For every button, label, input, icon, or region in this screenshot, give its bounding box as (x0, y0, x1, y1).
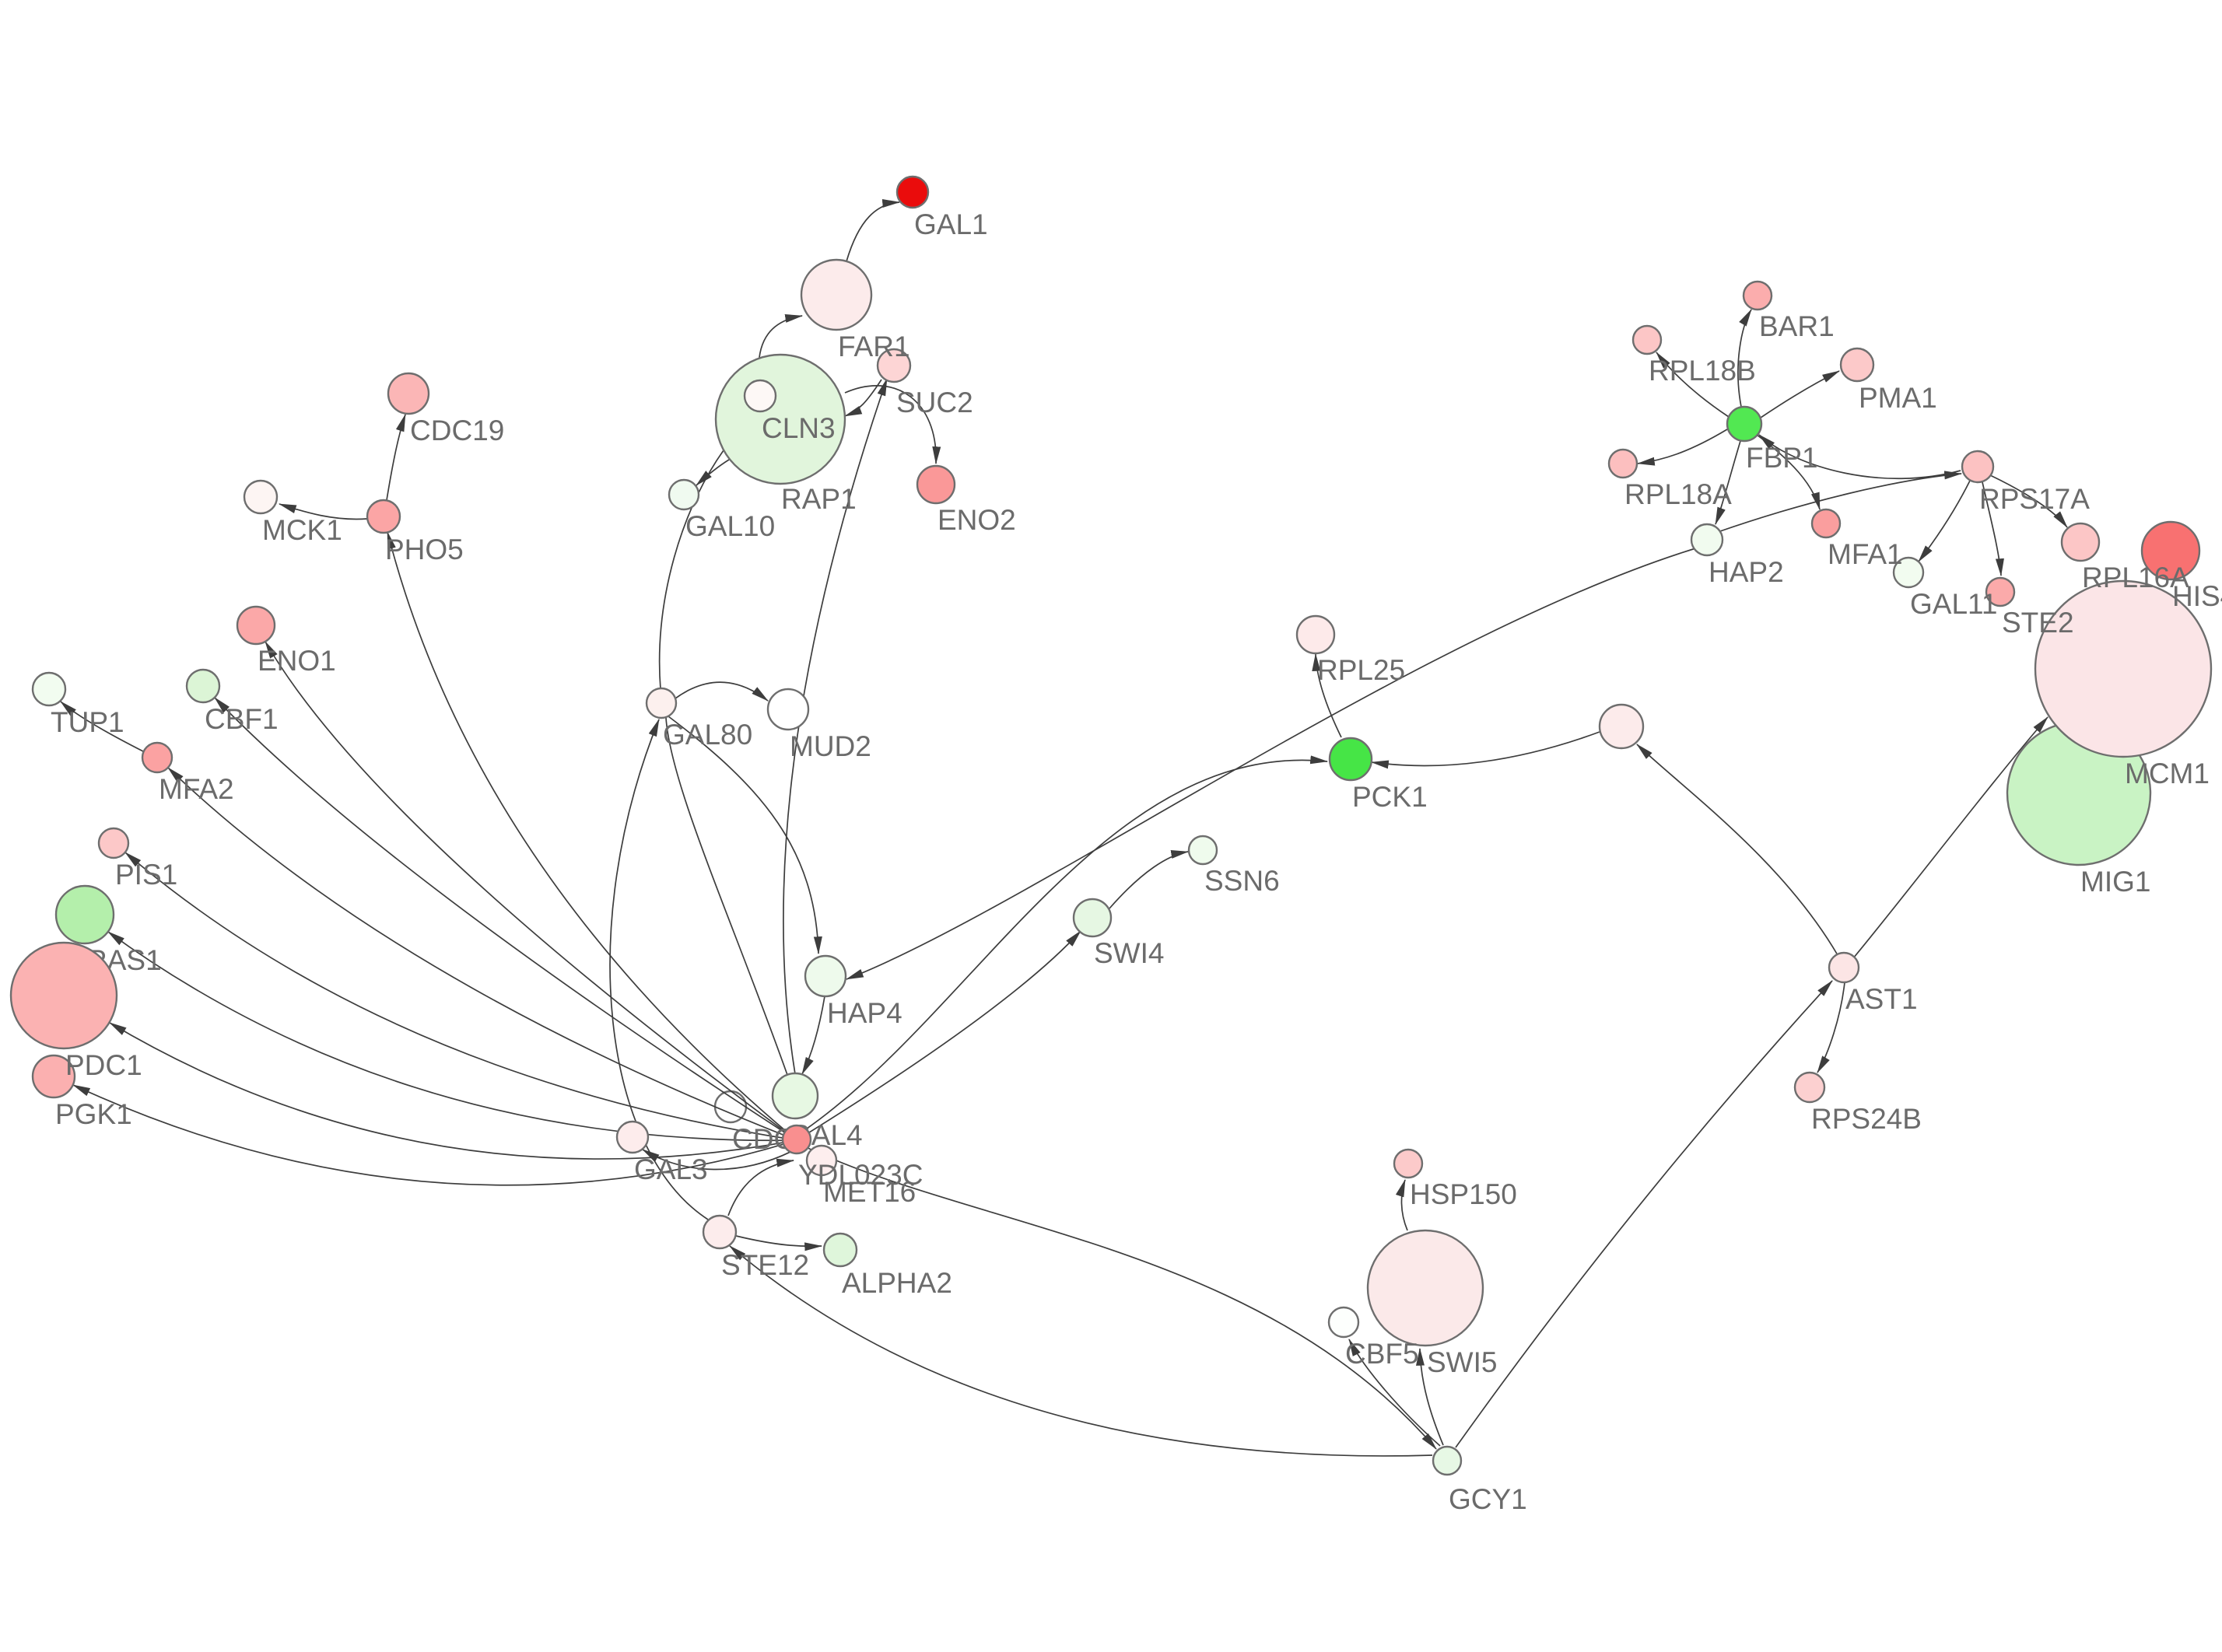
svg-text:SWI4: SWI4 (1094, 937, 1164, 969)
svg-text:RPL16A: RPL16A (2082, 562, 2189, 593)
svg-text:CBF1: CBF1 (205, 703, 279, 735)
svg-text:YDL023C: YDL023C (798, 1159, 923, 1191)
svg-text:GAL3: GAL3 (634, 1153, 708, 1185)
svg-text:STE2: STE2 (2002, 607, 2074, 639)
svg-text:MIG1: MIG1 (2080, 866, 2150, 898)
svg-text:ENO1: ENO1 (258, 645, 336, 677)
svg-text:PHO5: PHO5 (385, 534, 464, 565)
svg-text:CDC19: CDC19 (410, 415, 504, 446)
svg-text:GAL10: GAL10 (685, 510, 775, 542)
svg-text:RPL18A: RPL18A (1624, 478, 1732, 510)
svg-text:HSP150: HSP150 (1410, 1178, 1517, 1210)
svg-text:RPL25: RPL25 (1317, 654, 1405, 686)
svg-text:MFA1: MFA1 (1828, 538, 1903, 570)
svg-text:GCY1: GCY1 (1449, 1483, 1527, 1515)
svg-text:MET16: MET16 (823, 1176, 916, 1208)
svg-text:PDC1: PDC1 (65, 1049, 142, 1081)
svg-text:ENO2: ENO2 (938, 504, 1016, 536)
svg-text:SUC2: SUC2 (896, 387, 973, 418)
svg-text:PMA1: PMA1 (1859, 382, 1937, 414)
svg-text:GAL11: GAL11 (1910, 588, 1997, 620)
svg-text:HAP2: HAP2 (1709, 556, 1784, 588)
svg-text:RAP1: RAP1 (781, 483, 857, 515)
svg-text:SWI5: SWI5 (1427, 1346, 1497, 1378)
svg-text:PIS1: PIS1 (115, 859, 177, 891)
svg-text:SSN6: SSN6 (1204, 865, 1280, 897)
svg-text:MFA2: MFA2 (159, 773, 234, 805)
svg-text:GAL1: GAL1 (914, 208, 988, 240)
svg-text:RPS17A: RPS17A (1979, 483, 2090, 515)
svg-text:HAP4: HAP4 (827, 997, 902, 1029)
svg-text:RPL18B: RPL18B (1649, 355, 1756, 387)
svg-text:CBF5: CBF5 (1345, 1338, 1419, 1370)
svg-text:FBP1: FBP1 (1746, 442, 1818, 474)
svg-text:HIS4: HIS4 (2172, 580, 2222, 612)
svg-text:STE12: STE12 (721, 1249, 809, 1281)
svg-text:AST1: AST1 (1845, 983, 1918, 1015)
svg-text:PGK1: PGK1 (55, 1098, 132, 1130)
svg-text:FAR1: FAR1 (838, 331, 910, 362)
svg-text:CLN3: CLN3 (762, 412, 836, 444)
svg-text:ALPHA2: ALPHA2 (842, 1267, 952, 1299)
svg-text:GAL80: GAL80 (663, 719, 752, 751)
svg-text:TUP1: TUP1 (51, 706, 124, 738)
svg-text:MUD2: MUD2 (790, 730, 871, 762)
svg-text:PCK1: PCK1 (1352, 781, 1428, 813)
svg-text:BAR1: BAR1 (1759, 310, 1835, 342)
svg-text:MCM1: MCM1 (2125, 758, 2210, 789)
svg-text:RPS24B: RPS24B (1811, 1103, 1922, 1135)
svg-text:MCK1: MCK1 (262, 514, 342, 546)
